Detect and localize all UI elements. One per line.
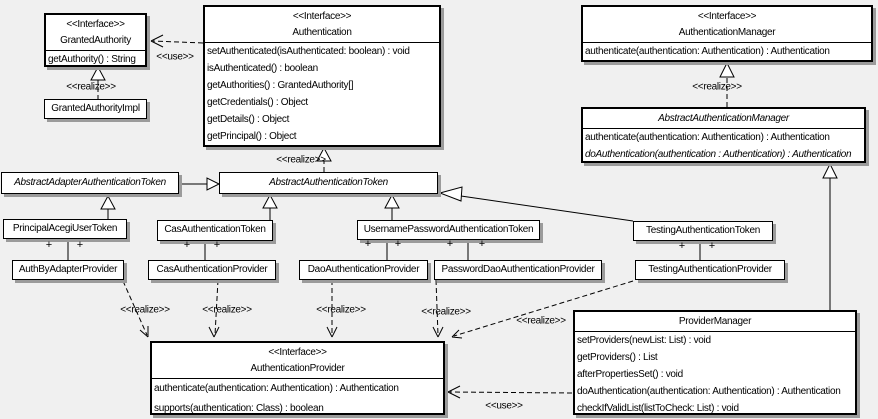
method: authenticate(authentication: Authenticat… bbox=[154, 383, 399, 394]
stereotype-label: <<Interface>> bbox=[292, 11, 352, 22]
method: setProviders(newList: List) : void bbox=[577, 335, 711, 346]
class-name: AuthenticationProvider bbox=[250, 363, 345, 374]
method: checkIfValidList(listToCheck: List) : vo… bbox=[577, 403, 739, 414]
class-name: Authentication bbox=[292, 27, 352, 38]
class-abstract-authentication-token: AbstractAuthenticationToken bbox=[219, 172, 438, 194]
class-name: CasAuthenticationToken bbox=[164, 224, 266, 235]
multiplicity-plus: + bbox=[708, 240, 716, 252]
class-name: DaoAuthenticationProvider bbox=[307, 264, 420, 275]
class-authentication: <<Interface>> Authentication setAuthenti… bbox=[203, 5, 441, 147]
class-authentication-manager: <<Interface>> AuthenticationManager auth… bbox=[581, 5, 873, 62]
method: getProviders() : List bbox=[577, 352, 658, 363]
class-abstract-authentication-manager: AbstractAuthenticationManager authentica… bbox=[581, 107, 866, 163]
class-name: AuthByAdapterProvider bbox=[18, 264, 118, 275]
method: getPrincipal() : Object bbox=[207, 131, 297, 142]
method: doAuthentication(authentication : Authen… bbox=[585, 149, 852, 160]
stereotype-label: <<Interface>> bbox=[697, 11, 757, 22]
method: getAuthority() : String bbox=[48, 54, 136, 65]
class-name: AuthenticationManager bbox=[678, 27, 776, 38]
method: doAuthentication(authentication: Authent… bbox=[577, 386, 841, 397]
multiplicity-plus: + bbox=[678, 240, 686, 252]
class-username-password-authentication-token: UsernamePasswordAuthenticationToken bbox=[357, 220, 540, 240]
multiplicity-plus: + bbox=[478, 238, 486, 250]
realize-label: <<realize>> bbox=[516, 315, 566, 327]
class-principal-acegi-user-token: PrincipalAcegiUserToken bbox=[3, 219, 127, 239]
class-testing-authentication-provider: TestingAuthenticationProvider bbox=[635, 260, 785, 280]
class-provider-manager: ProviderManager setProviders(newList: Li… bbox=[573, 310, 857, 415]
realize-label: <<realize>> bbox=[276, 154, 326, 166]
method: authenticate(authentication: Authenticat… bbox=[585, 132, 830, 143]
multiplicity-plus: + bbox=[183, 239, 191, 251]
realize-label: <<realize>> bbox=[316, 304, 366, 316]
class-name: GrantedAuthorityImpl bbox=[51, 103, 140, 114]
method: afterPropertiesSet() : void bbox=[577, 369, 683, 380]
method: isAuthenticated() : boolean bbox=[207, 63, 318, 74]
class-auth-by-adapter-provider: AuthByAdapterProvider bbox=[12, 260, 124, 280]
method: setAuthenticated(isAuthenticated: boolea… bbox=[207, 46, 410, 57]
multiplicity-plus: + bbox=[76, 239, 84, 251]
multiplicity-plus: + bbox=[213, 239, 221, 251]
class-granted-authority-impl: GrantedAuthorityImpl bbox=[44, 99, 147, 119]
class-authentication-provider: <<Interface>> AuthenticationProvider aut… bbox=[150, 341, 445, 415]
class-name: UsernamePasswordAuthenticationToken bbox=[363, 224, 534, 235]
method: authenticate(authentication: Authenticat… bbox=[585, 46, 830, 57]
class-name: AbstractAdapterAuthenticationToken bbox=[14, 177, 166, 188]
realize-label: <<realize>> bbox=[202, 304, 252, 316]
class-name: AbstractAuthenticationManager bbox=[658, 113, 789, 124]
class-name: AbstractAuthenticationToken bbox=[269, 177, 388, 188]
stereotype-label: <<Interface>> bbox=[268, 347, 327, 358]
class-name: PasswordDaoAuthenticationProvider bbox=[441, 264, 595, 275]
class-granted-authority: <<Interface>> GrantedAuthority getAuthor… bbox=[44, 13, 147, 67]
class-name: TestingAuthenticationProvider bbox=[648, 264, 772, 275]
class-name: PrincipalAcegiUserToken bbox=[12, 223, 118, 234]
class-name: CasAuthenticationProvider bbox=[156, 264, 268, 275]
class-dao-authentication-provider: DaoAuthenticationProvider bbox=[299, 260, 428, 280]
method: supports(authentication: Class) : boolea… bbox=[154, 403, 324, 414]
method: getAuthorities() : GrantedAuthority[] bbox=[207, 80, 354, 91]
multiplicity-plus: + bbox=[446, 238, 454, 250]
realize-label: <<realize>> bbox=[66, 81, 116, 93]
use-label: <<use>> bbox=[485, 400, 523, 412]
class-cas-authentication-provider: CasAuthenticationProvider bbox=[148, 260, 276, 280]
multiplicity-plus: + bbox=[364, 238, 372, 250]
class-cas-authentication-token: CasAuthenticationToken bbox=[157, 220, 273, 241]
class-abstract-adapter-authentication-token: AbstractAdapterAuthenticationToken bbox=[1, 172, 179, 194]
class-name: TestingAuthenticationToken bbox=[646, 225, 760, 236]
realize-label: <<realize>> bbox=[421, 306, 471, 318]
multiplicity-plus: + bbox=[394, 238, 402, 250]
class-name: ProviderManager bbox=[678, 316, 752, 327]
realize-label: <<realize>> bbox=[120, 304, 170, 316]
use-label: <<use>> bbox=[156, 51, 194, 63]
class-testing-authentication-token: TestingAuthenticationToken bbox=[633, 221, 773, 241]
stereotype-label: <<Interface>> bbox=[66, 19, 125, 30]
class-password-dao-authentication-provider: PasswordDaoAuthenticationProvider bbox=[434, 260, 602, 280]
multiplicity-plus: + bbox=[45, 239, 53, 251]
method: getCredentials() : Object bbox=[207, 97, 308, 108]
realize-label: <<realize>> bbox=[692, 81, 742, 93]
method: getDetails() : Object bbox=[207, 114, 290, 125]
class-name: GrantedAuthority bbox=[60, 35, 131, 46]
